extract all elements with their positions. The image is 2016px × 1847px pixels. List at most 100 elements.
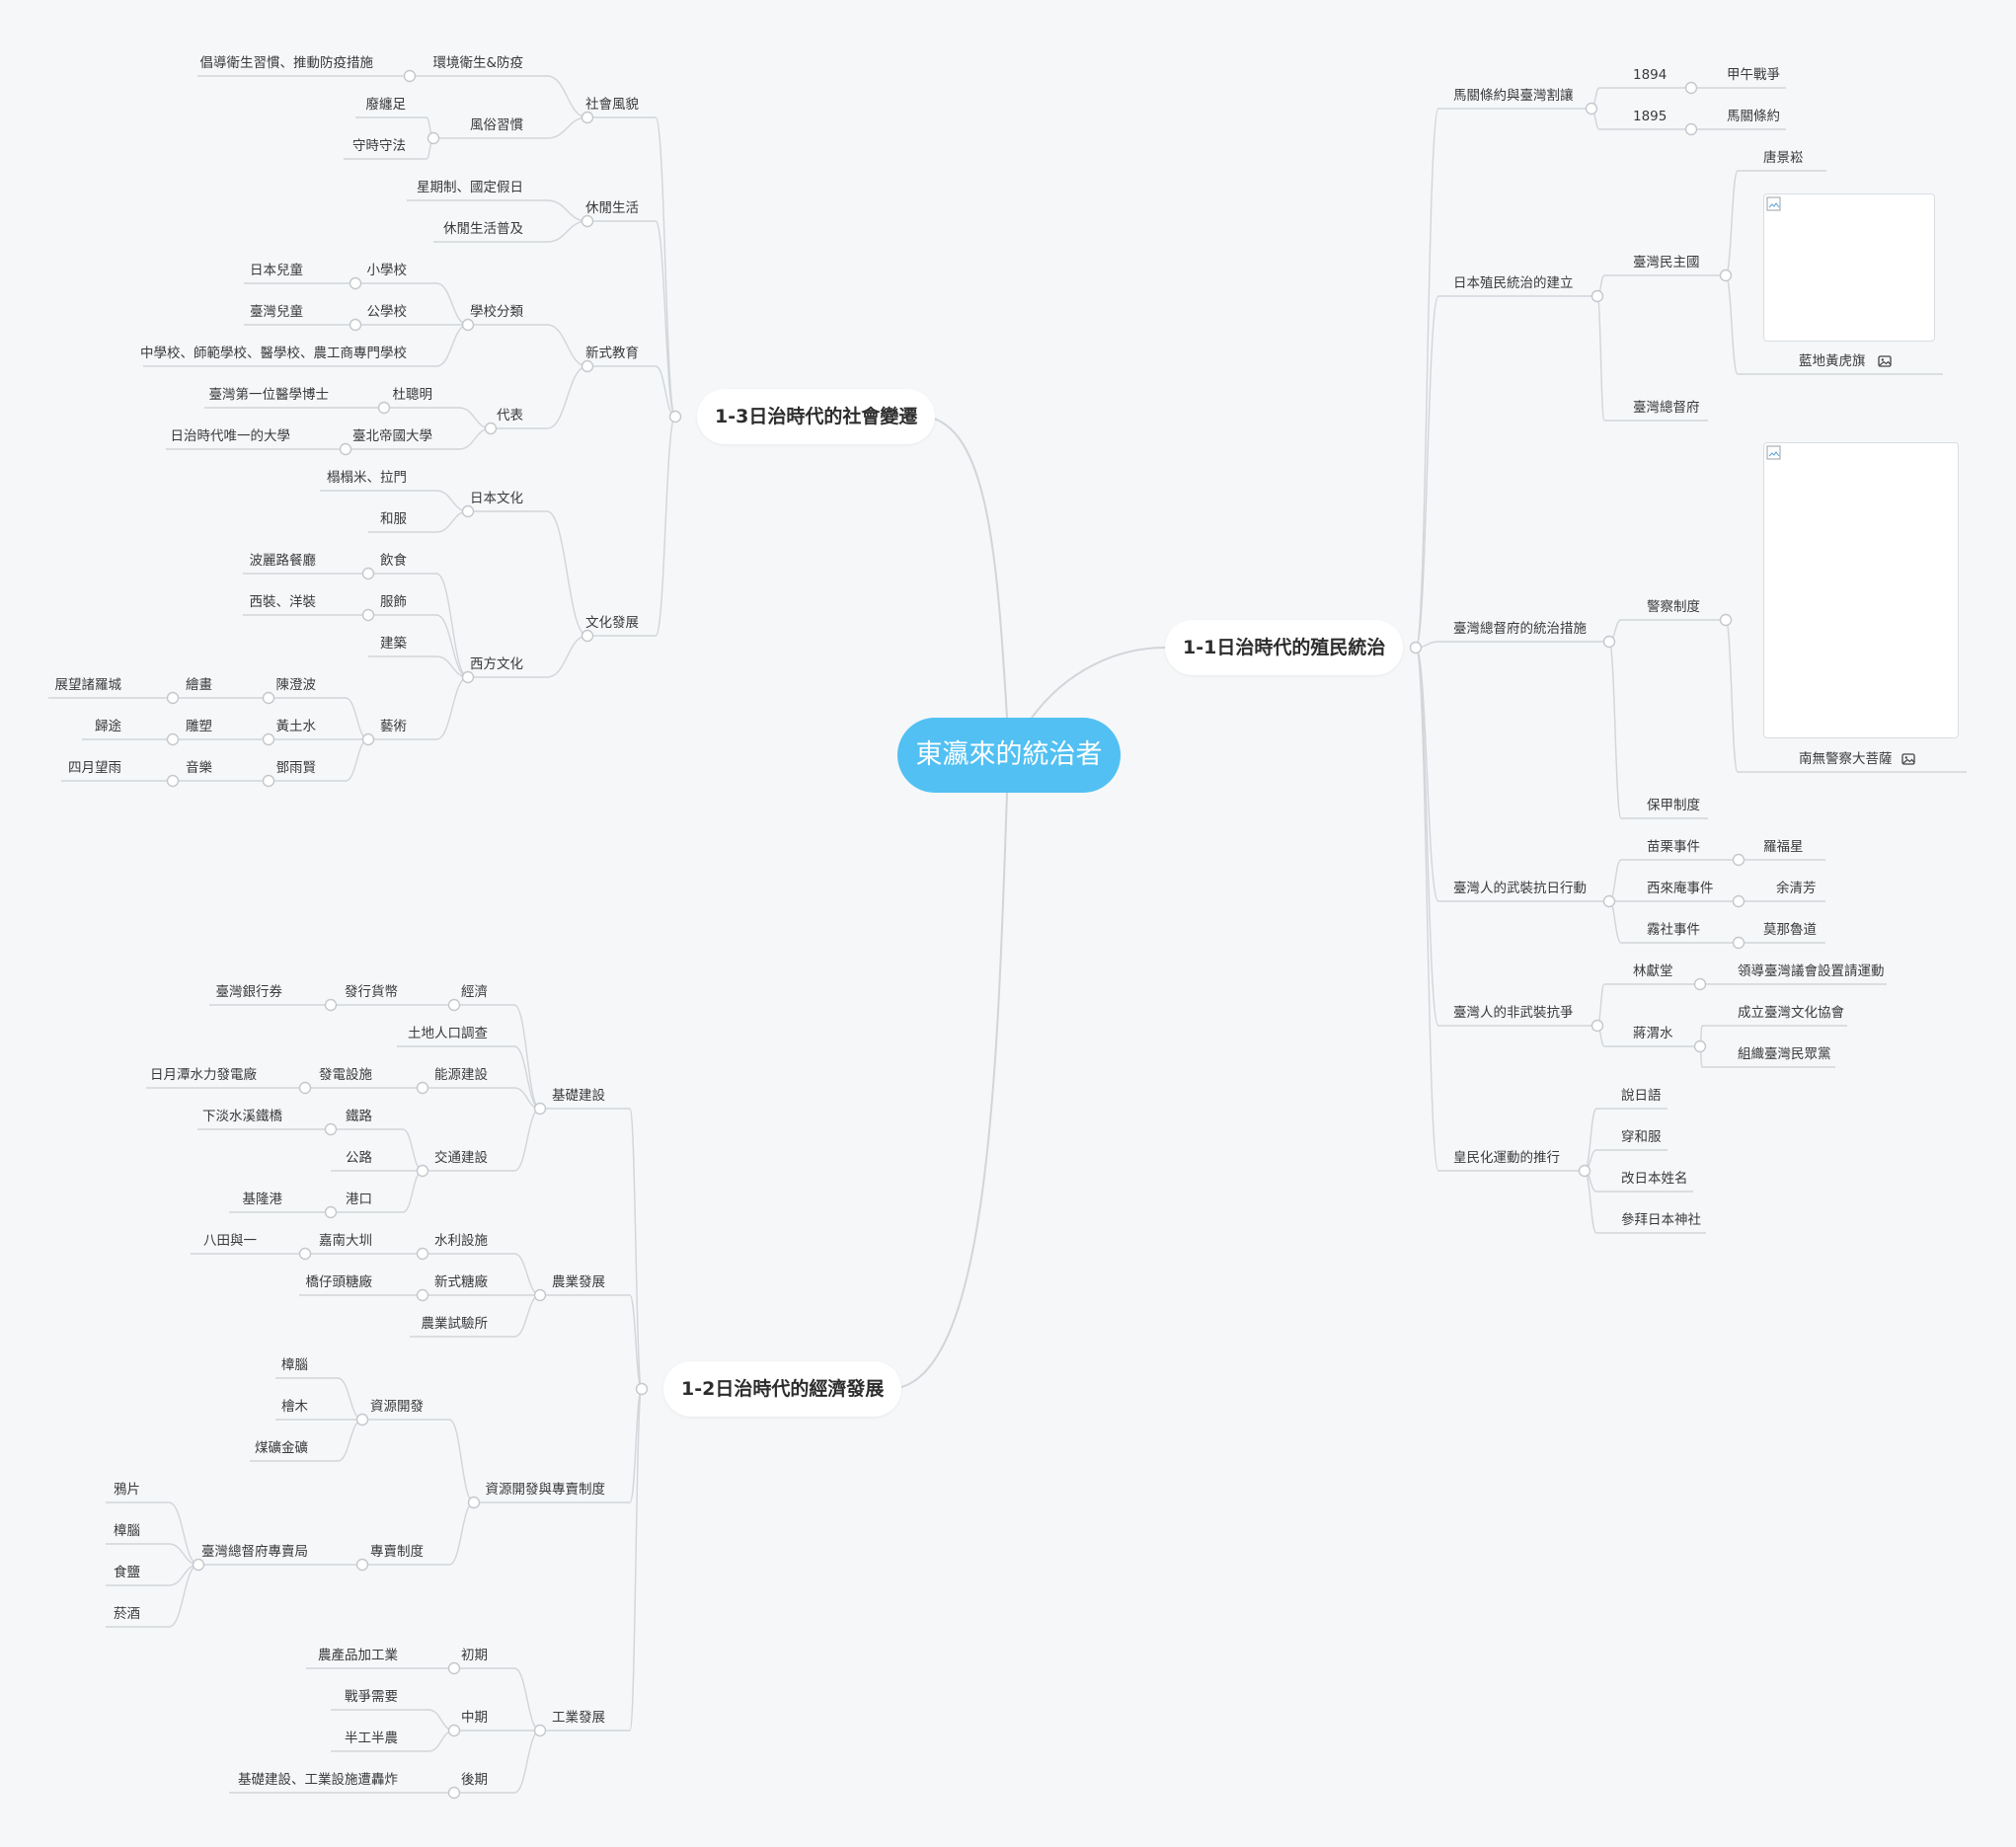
topic-s-c2a[interactable]: 杜聰明 bbox=[392, 387, 433, 403]
collapse-toggle[interactable] bbox=[668, 410, 682, 423]
collapse-toggle[interactable] bbox=[533, 1102, 547, 1116]
topic-n-d1a[interactable]: 羅福星 bbox=[1763, 839, 1804, 855]
collapse-toggle[interactable] bbox=[361, 608, 375, 622]
topic-e-b2[interactable]: 新式糖廠 bbox=[434, 1274, 488, 1290]
topic-s-c1b1[interactable]: 臺灣兒童 bbox=[250, 304, 303, 320]
topic-e-a3a[interactable]: 發電設施 bbox=[319, 1067, 372, 1083]
topic-s-c1a1[interactable]: 日本兒童 bbox=[250, 263, 303, 278]
collapse-toggle[interactable] bbox=[166, 774, 180, 788]
topic-n-c2[interactable]: 保甲制度 bbox=[1647, 798, 1700, 813]
topic-s-a2b[interactable]: 守時守法 bbox=[352, 138, 406, 154]
topic-e-c2a4[interactable]: 菸酒 bbox=[114, 1606, 140, 1622]
image-icon[interactable] bbox=[1878, 354, 1892, 368]
collapse-toggle[interactable] bbox=[1590, 289, 1604, 303]
topic-s-c1c[interactable]: 中學校、師範學校、醫學校、農工商專門學校 bbox=[140, 346, 407, 361]
collapse-toggle[interactable] bbox=[1585, 102, 1598, 115]
collapse-toggle[interactable] bbox=[166, 691, 180, 705]
topic-n-d3[interactable]: 霧社事件 bbox=[1647, 922, 1700, 938]
topic-e-a4c[interactable]: 港口 bbox=[346, 1192, 372, 1207]
topic-s-b2[interactable]: 休閒生活普及 bbox=[443, 221, 523, 237]
topic-s-d2[interactable]: 西方文化 bbox=[470, 656, 523, 672]
topic-s-d2d2[interactable]: 黃土水 bbox=[275, 719, 317, 734]
collapse-toggle[interactable] bbox=[262, 691, 275, 705]
topic-e-d3a[interactable]: 基礎建設、工業設施遭轟炸 bbox=[238, 1772, 398, 1788]
topic-n-d[interactable]: 臺灣人的武裝抗日行動 bbox=[1453, 881, 1587, 896]
collapse-toggle[interactable] bbox=[581, 629, 594, 643]
topic-e-a1a[interactable]: 發行貨幣 bbox=[345, 984, 398, 1000]
topic-e-a1b[interactable]: 臺灣銀行券 bbox=[215, 984, 283, 1000]
topic-e-c2a1[interactable]: 鴉片 bbox=[114, 1482, 140, 1498]
topic-n-a2a[interactable]: 馬關條約 bbox=[1727, 109, 1780, 124]
topic-n-b2[interactable]: 臺灣總督府 bbox=[1633, 400, 1700, 416]
topic-s-b[interactable]: 休閒生活 bbox=[585, 200, 639, 216]
topic-n-b1b[interactable]: 藍地黃虎旗 bbox=[1799, 353, 1866, 369]
topic-s-d[interactable]: 文化發展 bbox=[585, 615, 639, 631]
topic-n-e2a[interactable]: 成立臺灣文化協會 bbox=[1738, 1005, 1844, 1021]
topic-e-c1b[interactable]: 檜木 bbox=[281, 1399, 308, 1415]
topic-n-a2[interactable]: 1895 bbox=[1633, 109, 1667, 124]
topic-n-f4[interactable]: 參拜日本神社 bbox=[1621, 1212, 1701, 1228]
collapse-toggle[interactable] bbox=[166, 732, 180, 746]
topic-s-c2a1[interactable]: 臺灣第一位醫學博士 bbox=[208, 387, 330, 403]
collapse-toggle[interactable] bbox=[461, 504, 475, 518]
topic-n-e1a[interactable]: 領導臺灣議會設置請運動 bbox=[1738, 963, 1885, 979]
collapse-toggle[interactable] bbox=[447, 1786, 461, 1800]
collapse-toggle[interactable] bbox=[355, 1413, 369, 1426]
topic-e-c[interactable]: 資源開發與專賣制度 bbox=[485, 1482, 606, 1498]
topic-e-d2a[interactable]: 戰爭需要 bbox=[345, 1689, 398, 1705]
branch-topic-1-2[interactable]: 1-2日治時代的經濟發展 bbox=[663, 1361, 902, 1417]
topic-e-a3b[interactable]: 日月潭水力發電廠 bbox=[150, 1067, 257, 1083]
collapse-toggle[interactable] bbox=[298, 1247, 312, 1261]
topic-e-c1[interactable]: 資源開發 bbox=[370, 1399, 424, 1415]
topic-s-d2d3a[interactable]: 音樂 bbox=[186, 760, 212, 776]
topic-n-d3a[interactable]: 莫那魯道 bbox=[1763, 922, 1817, 938]
branch-topic-1-3[interactable]: 1-3日治時代的社會變遷 bbox=[697, 389, 936, 444]
collapse-toggle[interactable] bbox=[377, 401, 391, 415]
topic-n-f[interactable]: 皇民化運動的推行 bbox=[1453, 1150, 1560, 1166]
collapse-toggle[interactable] bbox=[324, 998, 338, 1012]
collapse-toggle[interactable] bbox=[361, 567, 375, 580]
collapse-toggle[interactable] bbox=[339, 442, 352, 456]
topic-e-b2a[interactable]: 橋仔頭糖廠 bbox=[305, 1274, 373, 1290]
collapse-toggle[interactable] bbox=[447, 998, 461, 1012]
topic-n-d1[interactable]: 苗栗事件 bbox=[1647, 839, 1700, 855]
topic-n-e[interactable]: 臺灣人的非武裝抗爭 bbox=[1453, 1005, 1574, 1021]
collapse-toggle[interactable] bbox=[355, 1558, 369, 1572]
topic-e-a4c1[interactable]: 基隆港 bbox=[242, 1192, 283, 1207]
topic-s-a1a[interactable]: 倡導衛生習慣、推動防疫措施 bbox=[199, 55, 374, 71]
collapse-toggle[interactable] bbox=[484, 422, 498, 435]
topic-e-d2b[interactable]: 半工半農 bbox=[345, 1731, 398, 1746]
collapse-toggle[interactable] bbox=[461, 318, 475, 332]
collapse-toggle[interactable] bbox=[1578, 1164, 1591, 1178]
collapse-toggle[interactable] bbox=[416, 1247, 429, 1261]
topic-s-a2[interactable]: 風俗習慣 bbox=[470, 117, 523, 133]
collapse-toggle[interactable] bbox=[324, 1205, 338, 1219]
topic-n-c1a[interactable]: 南無警察大菩薩 bbox=[1799, 751, 1893, 767]
collapse-toggle[interactable] bbox=[635, 1382, 649, 1396]
topic-s-d2d1[interactable]: 陳澄波 bbox=[275, 677, 317, 693]
topic-n-a1[interactable]: 1894 bbox=[1633, 67, 1667, 83]
collapse-toggle[interactable] bbox=[461, 670, 475, 684]
topic-s-b1[interactable]: 星期制、國定假日 bbox=[417, 180, 523, 195]
topic-n-c1[interactable]: 警察制度 bbox=[1647, 599, 1700, 615]
topic-e-a4b[interactable]: 公路 bbox=[346, 1150, 372, 1166]
topic-s-c1b[interactable]: 公學校 bbox=[366, 304, 408, 320]
collapse-toggle[interactable] bbox=[1732, 894, 1745, 908]
topic-s-d2d2a[interactable]: 雕塑 bbox=[186, 719, 212, 734]
topic-s-d1a[interactable]: 榻榻米、拉門 bbox=[327, 470, 407, 486]
collapse-toggle[interactable] bbox=[1719, 269, 1733, 282]
topic-n-e1[interactable]: 林獻堂 bbox=[1633, 963, 1673, 979]
topic-n-b1[interactable]: 臺灣民主國 bbox=[1633, 255, 1700, 270]
topic-s-a2a[interactable]: 廢纏足 bbox=[365, 97, 407, 113]
topic-s-a1[interactable]: 環境衛生&防疫 bbox=[432, 55, 523, 71]
topic-s-c[interactable]: 新式教育 bbox=[585, 346, 639, 361]
topic-e-a2[interactable]: 土地人口調查 bbox=[408, 1026, 488, 1041]
collapse-toggle[interactable] bbox=[416, 1164, 429, 1178]
collapse-toggle[interactable] bbox=[1590, 1019, 1604, 1033]
collapse-toggle[interactable] bbox=[447, 1724, 461, 1737]
collapse-toggle[interactable] bbox=[533, 1288, 547, 1302]
topic-n-a[interactable]: 馬關條約與臺灣割讓 bbox=[1453, 88, 1574, 104]
topic-e-c2a3[interactable]: 食鹽 bbox=[114, 1565, 140, 1580]
topic-s-c2[interactable]: 代表 bbox=[497, 408, 523, 423]
topic-e-a3[interactable]: 能源建設 bbox=[434, 1067, 488, 1083]
